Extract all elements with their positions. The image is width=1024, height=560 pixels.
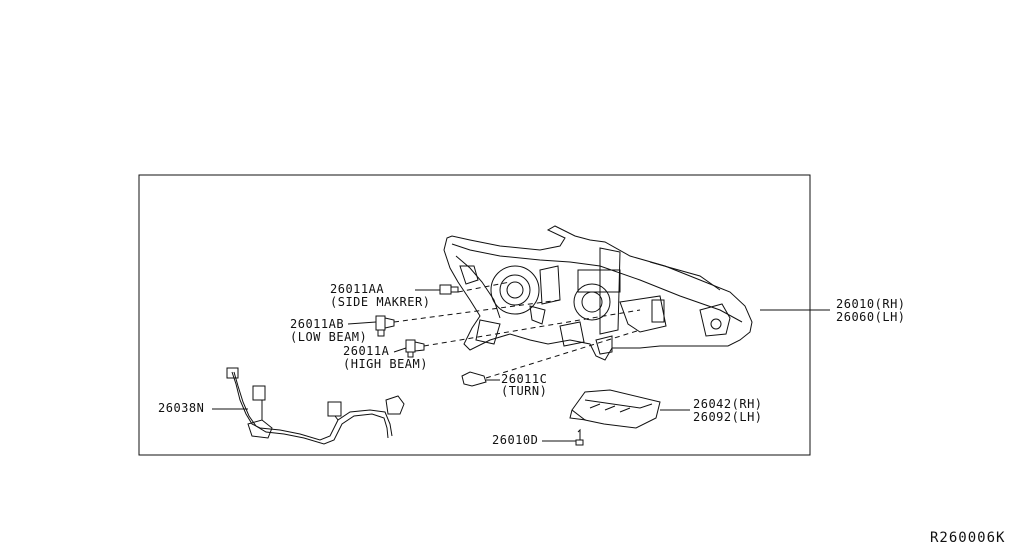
low-beam-desc: (LOW BEAM) (290, 330, 368, 344)
diagram-frame (138, 174, 811, 456)
side-marker-bulb (439, 284, 459, 295)
wiring-harness-drawing (226, 367, 405, 445)
headlamp-code-rh: 26010(RH) (836, 297, 906, 311)
leader-lines (212, 281, 830, 442)
high-beam-bulb (405, 339, 425, 358)
bracket-drawing (569, 389, 661, 429)
turn-bulb (461, 371, 487, 387)
bracket-code-lh: 26092(LH) (693, 410, 763, 424)
harness-code: 26038N (158, 401, 205, 415)
side-marker-code: 26011AA (330, 282, 385, 296)
reference-number: R260006K (930, 530, 1006, 546)
headlamp-assembly-drawing (443, 225, 753, 361)
high-beam-code: 26011A (343, 344, 390, 358)
turn-desc: (TURN) (501, 384, 548, 398)
low-beam-bulb (375, 315, 395, 337)
turn-code: 26011C (501, 372, 548, 386)
headlamp-code-lh: 26060(LH) (836, 310, 906, 324)
screw-drawing (575, 428, 584, 446)
side-marker-desc: (SIDE MAKRER) (330, 295, 431, 309)
screw-code: 26010D (492, 433, 539, 447)
low-beam-code: 26011AB (290, 317, 345, 331)
bracket-code-rh: 26042(RH) (693, 397, 763, 411)
high-beam-desc: (HIGH BEAM) (343, 357, 428, 371)
